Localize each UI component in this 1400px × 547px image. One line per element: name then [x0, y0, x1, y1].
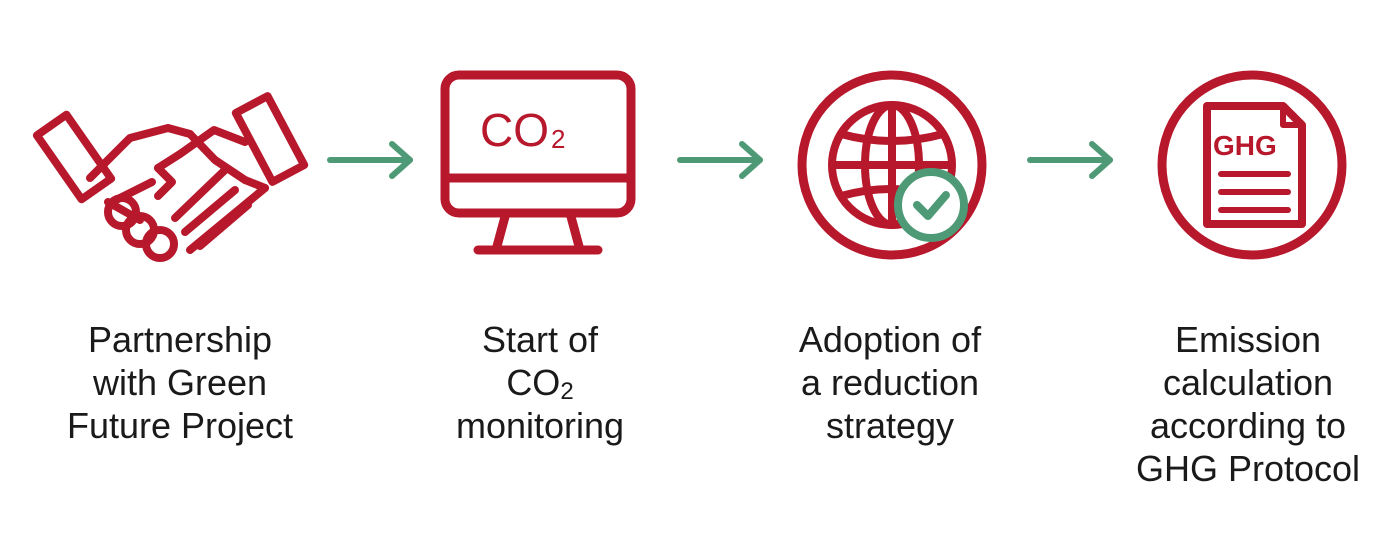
label-line: with Green — [92, 362, 268, 403]
document-ghg-text: GHG — [1213, 130, 1277, 161]
co2-text: CO — [506, 362, 561, 403]
label-line: Emission — [1174, 319, 1322, 360]
arrow-right-icon — [327, 141, 413, 179]
label-line: Adoption of — [798, 319, 982, 360]
label-line-co2: CO2 — [390, 361, 690, 404]
label-line: strategy — [825, 405, 955, 446]
label-line: GHG Protocol — [1135, 448, 1361, 489]
label-line: Future Project — [66, 405, 294, 446]
label-line: Start of — [481, 319, 599, 360]
label-line: calculation — [1162, 362, 1334, 403]
document-icon: GHG — [1157, 70, 1347, 260]
monitor-co2-text: CO — [480, 104, 549, 156]
step-label-partnership: Partnership with Green Future Project — [30, 318, 330, 447]
co2-subscript: 2 — [560, 378, 574, 405]
label-line: Partnership — [87, 319, 273, 360]
handshake-icon — [32, 92, 309, 262]
label-line: monitoring — [455, 405, 625, 446]
arrow-right-icon — [1027, 141, 1113, 179]
arrow-right-icon — [677, 141, 763, 179]
globe-check-icon — [797, 70, 987, 260]
monitor-co2-subscript: 2 — [551, 124, 565, 154]
label-line: according to — [1149, 405, 1347, 446]
svg-text:CO2: CO2 — [480, 104, 565, 156]
computer-monitor-icon: CO2 — [440, 70, 636, 255]
step-label-co2-monitoring: Start of CO2 monitoring — [390, 318, 690, 447]
step-label-reduction-strategy: Adoption of a reduction strategy — [740, 318, 1040, 447]
step-label-emission-calculation: Emission calculation according to GHG Pr… — [1100, 318, 1396, 490]
label-line: a reduction — [800, 362, 980, 403]
